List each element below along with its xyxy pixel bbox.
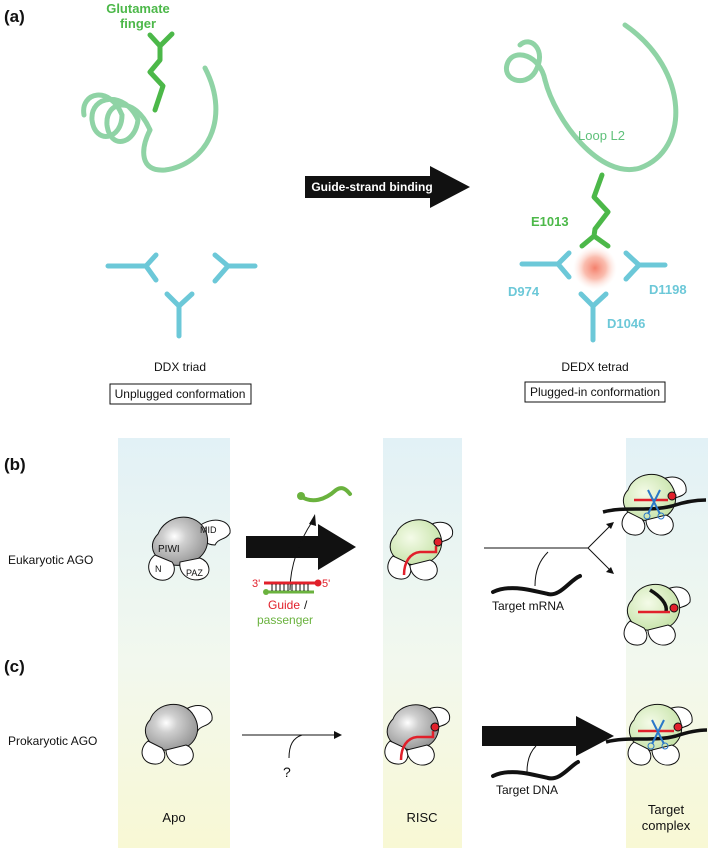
question-join-line bbox=[288, 734, 303, 759]
risc-prokaryotic bbox=[384, 704, 451, 766]
dedx-tetrad-caption: DEDX tetrad bbox=[561, 360, 628, 374]
unplugged-label: Unplugged conformation bbox=[115, 387, 246, 401]
d974-label: D974 bbox=[508, 284, 540, 299]
target-dna-strand bbox=[491, 760, 580, 781]
e1013-finger bbox=[579, 172, 611, 249]
unplugged-box bbox=[109, 383, 252, 405]
panel-b-label: (b) bbox=[4, 455, 26, 474]
svg-text:Target: Target bbox=[648, 802, 685, 817]
svg-text:complex: complex bbox=[642, 818, 691, 833]
target-mrna-label: Target mRNA bbox=[492, 599, 564, 613]
glutamate-finger-label: Glutamate finger bbox=[106, 1, 170, 31]
three-prime-label: 3' bbox=[252, 578, 260, 590]
dedx-tetrad bbox=[519, 250, 668, 343]
d1198-label: D1198 bbox=[649, 282, 687, 297]
risc-column bbox=[383, 438, 462, 848]
slash-label: / bbox=[304, 598, 308, 612]
panel-c-label: (c) bbox=[4, 657, 25, 676]
apo-ago-prokaryotic bbox=[141, 703, 213, 766]
risc-column-label: RISC bbox=[406, 810, 437, 825]
mrna-join-line bbox=[534, 551, 549, 587]
piwi-label: PIWI bbox=[158, 544, 180, 555]
svg-text:Glutamate: Glutamate bbox=[106, 1, 170, 16]
risc-eukaryotic bbox=[387, 519, 454, 581]
released-passenger-strand bbox=[298, 486, 352, 503]
d1046-label: D1046 bbox=[607, 316, 645, 331]
guide-passenger-duplex bbox=[263, 579, 322, 595]
passenger-release-arrowhead bbox=[309, 514, 316, 526]
target-complex-uncleaved bbox=[623, 583, 691, 646]
target-complex-prokaryotic bbox=[605, 703, 708, 766]
active-site-glow bbox=[573, 246, 617, 290]
mid-label: MID bbox=[200, 525, 217, 535]
ddx-triad bbox=[105, 252, 258, 339]
branch-arrows bbox=[587, 524, 612, 572]
loading-arrow-eukaryotic bbox=[246, 524, 356, 570]
loading-arrowhead-prokaryotic bbox=[334, 731, 342, 739]
glutamate-finger bbox=[147, 31, 175, 113]
guide-strand-label: Guide-strand binding bbox=[311, 180, 432, 194]
target-complex-cleaved bbox=[602, 473, 707, 536]
target-binding-arrow-c bbox=[482, 716, 614, 756]
passenger-strand-end bbox=[297, 492, 305, 500]
guide-strand-arrow bbox=[305, 166, 470, 208]
question-mark: ? bbox=[283, 764, 291, 780]
passenger-label: passenger bbox=[257, 613, 313, 627]
guide-label: Guide bbox=[268, 598, 300, 612]
ddx-triad-caption: DDX triad bbox=[154, 360, 206, 374]
target-mrna-strand bbox=[491, 574, 582, 597]
target-dna-label: Target DNA bbox=[496, 783, 558, 797]
loop-l2-label: Loop L2 bbox=[578, 128, 625, 143]
target-complex-column-label: Target complex bbox=[642, 802, 691, 833]
branch-arrowhead-up bbox=[606, 522, 614, 529]
eukaryotic-ago-label: Eukaryotic AGO bbox=[8, 553, 93, 567]
e1013-label: E1013 bbox=[531, 214, 569, 229]
plugged-loop bbox=[504, 22, 679, 173]
panel-a-label: (a) bbox=[4, 7, 25, 26]
apo-column bbox=[118, 438, 230, 848]
five-prime-label: 5' bbox=[322, 578, 330, 590]
dna-join-line bbox=[526, 745, 537, 773]
plugged-box bbox=[524, 381, 666, 403]
apo-column-label: Apo bbox=[162, 810, 185, 825]
n-label: N bbox=[155, 564, 162, 574]
paz-label: PAZ bbox=[186, 568, 203, 578]
plugged-label: Plugged-in conformation bbox=[530, 385, 660, 399]
branch-arrowhead-down bbox=[606, 567, 614, 574]
apo-ago-eukaryotic bbox=[148, 516, 231, 581]
svg-text:finger: finger bbox=[120, 16, 156, 31]
unplugged-loop bbox=[81, 65, 219, 173]
prokaryotic-ago-label: Prokaryotic AGO bbox=[8, 734, 97, 748]
